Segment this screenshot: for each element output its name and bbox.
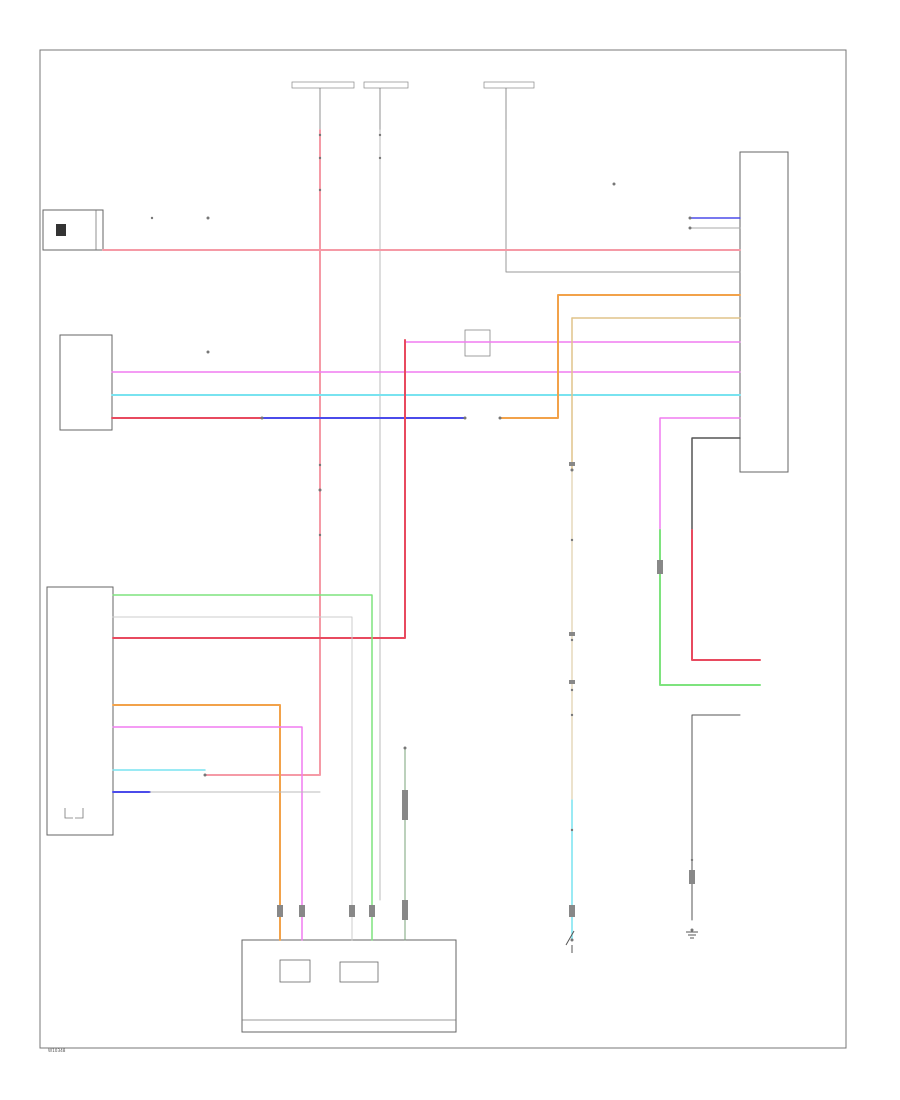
connector-marks <box>150 133 694 942</box>
bottom-switch-box <box>241 939 457 1033</box>
lower-left-ecu <box>46 586 114 836</box>
wire-tags <box>277 462 695 920</box>
ground-symbol-right <box>686 931 698 939</box>
wire-ground-right <box>691 714 741 921</box>
fuse-group-2 <box>363 81 409 130</box>
wire-orange-ecu <box>112 704 281 941</box>
fuse-group-3 <box>483 81 535 130</box>
fuse-group-1 <box>291 81 355 130</box>
wire-red-right <box>691 529 761 661</box>
right-junction-block <box>739 151 789 473</box>
wire-black-right <box>691 437 741 531</box>
diagram-frame <box>39 49 847 1049</box>
wire-gray-ecu <box>112 616 353 941</box>
wire-magenta-right <box>659 417 741 531</box>
wire-green-right <box>659 529 761 686</box>
top-left-relay <box>42 209 104 251</box>
wire-magenta-ecu <box>112 726 303 941</box>
wire-red-ecu <box>112 339 406 639</box>
left-control-module <box>59 334 113 431</box>
wire-green-ecu <box>112 594 373 941</box>
wire-gray-right <box>505 129 741 273</box>
wire-orange-right <box>499 294 741 419</box>
footer-code: W10348 <box>48 1048 66 1053</box>
splice-box <box>464 329 491 357</box>
door-switch-symbol <box>565 930 575 953</box>
wire-pink-main <box>204 129 321 776</box>
